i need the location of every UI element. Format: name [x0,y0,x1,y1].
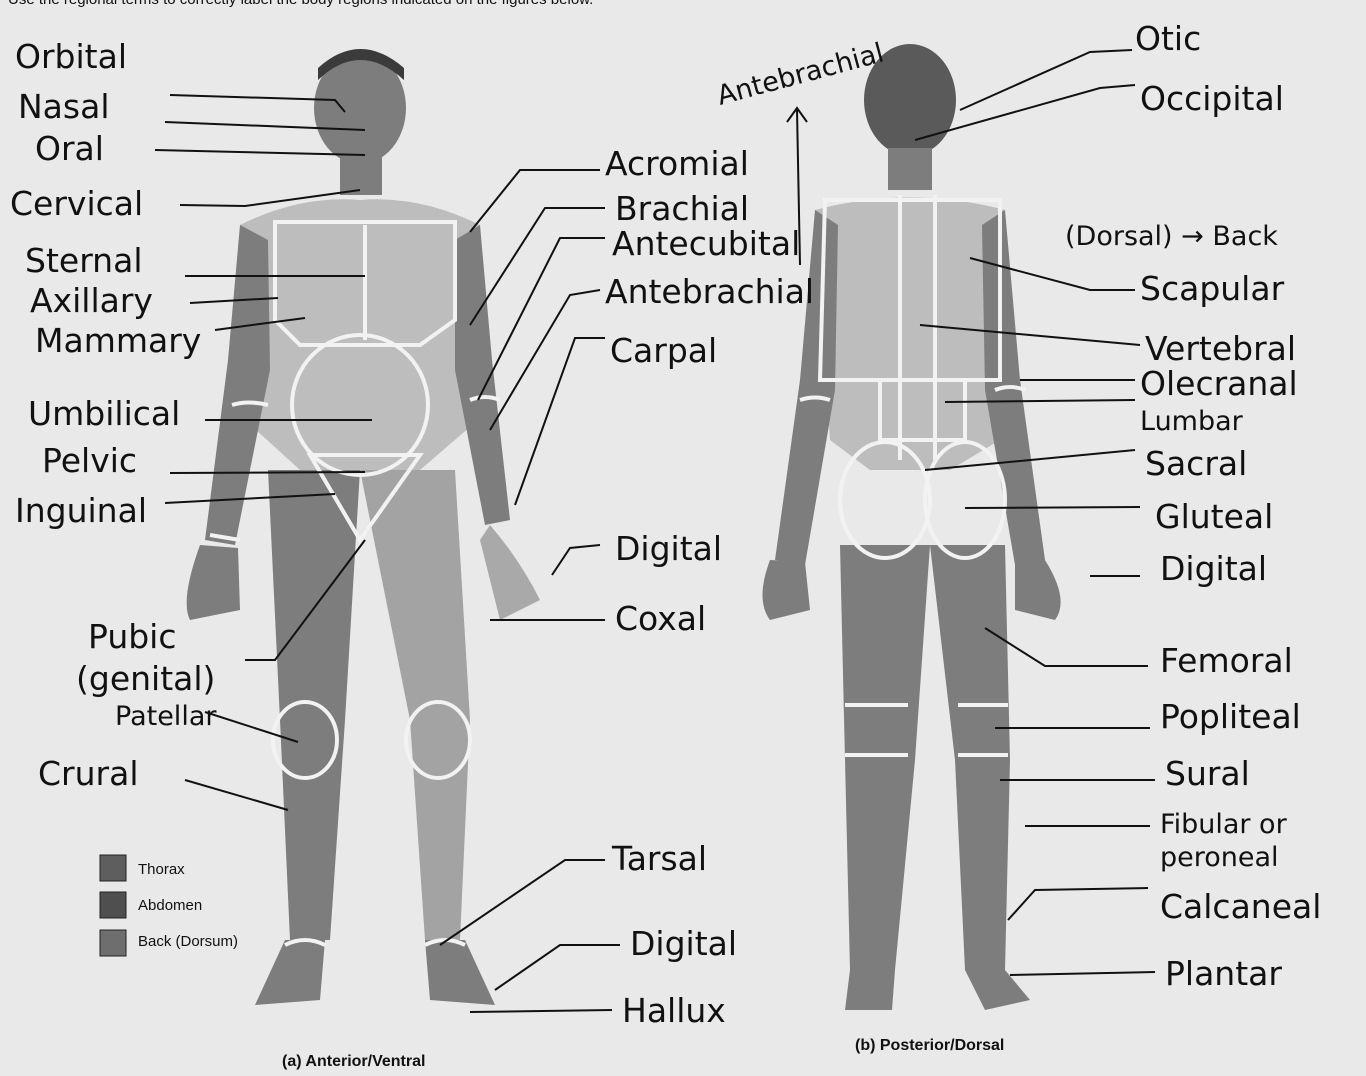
posterior-right-hand [763,560,811,620]
anterior-figure [187,49,540,1005]
label-digital-foot: Digital [630,924,737,963]
label-nasal: Nasal [18,87,110,126]
label-femoral: Femoral [1160,641,1293,680]
label-umbilical: Umbilical [28,394,180,433]
leader-gluteal [965,507,1140,508]
anterior-left-hand [480,525,540,620]
label-calcaneal: Calcaneal [1160,887,1321,926]
label-scapular: Scapular [1140,269,1285,308]
label-peroneal: peroneal [1160,842,1279,873]
label-otic: Otic [1135,19,1201,58]
label-lumbar: Lumbar [1140,406,1244,437]
leader-otic [960,50,1132,110]
label-patellar: Patellar [115,701,217,732]
label-antebrachial-top: Antebrachial [714,38,887,112]
label-vertebral: Vertebral [1145,329,1296,368]
leader-femoral [985,628,1148,666]
leader-antebrachial [490,290,600,430]
anterior-left-arm [455,225,510,525]
label-digital-hand: Digital [615,529,722,568]
legend-swatch-thorax [100,855,126,881]
anterior-right-hand [187,545,240,620]
label-olecranal: Olecranal [1140,364,1298,403]
label-sacral: Sacral [1145,444,1247,483]
leader-tarsal [440,860,605,945]
anterior-left-foot [425,940,495,1005]
posterior-torso [815,198,1005,471]
legend-swatch-back [100,930,126,956]
posterior-caption: (b) Posterior/Dorsal [855,1037,1004,1054]
label-orbital: Orbital [15,37,127,76]
label-coxal: Coxal [615,599,706,638]
label-brachial: Brachial [615,189,749,228]
label-acromial: Acromial [605,144,749,183]
label-hallux: Hallux [622,991,726,1030]
posterior-figure [763,44,1061,1010]
instruction-text: Use the regional terms to correctly labe… [8,0,593,8]
posterior-right-leg [840,545,930,970]
label-antecubital: Antecubital [612,224,800,263]
label-fibular: Fibular or [1160,809,1288,840]
posterior-left-hand [1015,560,1061,620]
leader-pelvic [170,472,365,473]
legend-swatch-abdomen [100,892,126,918]
posterior-neck [888,148,932,190]
label-genital: (genital) [76,659,215,698]
label-tarsal: Tarsal [611,839,707,878]
leader-digital-hand [552,545,600,575]
label-oral: Oral [35,129,104,168]
leader-hallux [470,1010,612,1012]
posterior-right-arm [775,210,838,565]
anterior-neck [340,155,382,195]
label-sural: Sural [1165,754,1250,793]
label-sternal: Sternal [25,241,142,280]
label-gluteal: Gluteal [1155,497,1273,536]
anterior-caption: (a) Anterior/Ventral [282,1053,425,1070]
legend: Thorax Abdomen Back (Dorsum) [100,855,238,956]
leader-carpal [515,338,605,505]
label-pubic: Pubic [88,617,177,656]
label-digital-posterior: Digital [1160,549,1267,588]
leader-calcaneal [1008,888,1148,920]
label-dorsal-back: (Dorsal) → Back [1065,221,1278,252]
label-occipital: Occipital [1140,79,1284,118]
legend-label-back: Back (Dorsum) [138,933,238,950]
leader-brachial [470,208,605,325]
label-antebrachial: Antebrachial [605,272,814,311]
posterior-right-foot [845,970,895,1010]
label-pelvic: Pelvic [42,441,137,480]
label-cervical: Cervical [10,184,143,223]
posterior-left-leg [930,545,1010,970]
leader-plantar [1010,972,1155,975]
anterior-right-foot [255,940,325,1005]
label-inguinal: Inguinal [15,491,147,530]
label-mammary: Mammary [35,321,201,360]
label-popliteal: Popliteal [1160,697,1301,736]
label-carpal: Carpal [610,331,717,370]
label-axillary: Axillary [30,281,153,320]
legend-label-thorax: Thorax [138,861,185,878]
label-crural: Crural [38,754,138,793]
leader-crural [185,780,288,810]
leader-antecubital [478,238,605,400]
label-plantar: Plantar [1165,954,1282,993]
legend-label-abdomen: Abdomen [138,897,202,914]
posterior-left-foot [965,970,1030,1010]
leader-digital-foot [495,945,620,990]
